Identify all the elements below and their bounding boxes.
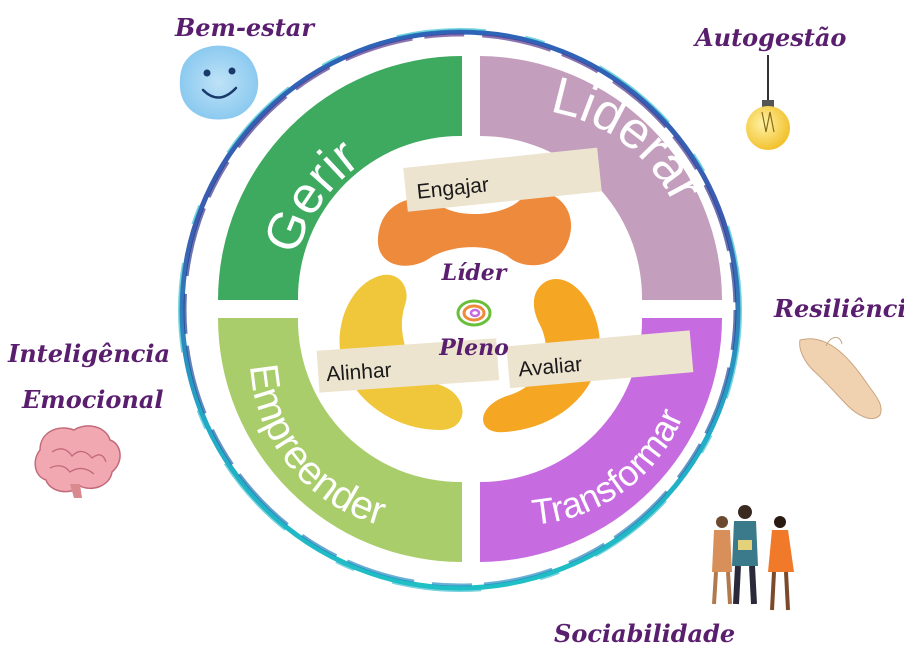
label-emocional: Emocional xyxy=(21,385,164,414)
blob-amber xyxy=(483,278,600,433)
tag-alinhar-text: Alinhar xyxy=(325,359,392,387)
outer-ring xyxy=(178,28,742,592)
tag-avaliar: Avaliar xyxy=(506,330,694,389)
label-bem-estar: Bem-estar xyxy=(174,13,316,42)
people-group-icon xyxy=(712,505,794,611)
smiley-face-icon xyxy=(179,45,259,120)
tag-avaliar-text: Avaliar xyxy=(517,353,583,381)
tag-engajar: Engajar xyxy=(403,147,602,212)
quadrant-liderar xyxy=(480,56,723,300)
label-resiliencia: Resiliência xyxy=(773,294,904,323)
light-bulb-icon xyxy=(746,55,790,150)
label-inteligencia: Inteligência xyxy=(7,339,170,368)
quadrant-gerir xyxy=(218,56,462,300)
quadrant-transformar xyxy=(480,318,722,562)
quadrant-empreender xyxy=(218,318,462,562)
brain-icon xyxy=(34,425,121,498)
open-hand-icon xyxy=(799,337,882,420)
center-title-line1: Líder xyxy=(441,260,508,286)
tag-alinhar: Alinhar xyxy=(316,338,500,393)
center-title-line2: Pleno xyxy=(438,335,509,361)
label-sociabilidade: Sociabilidade xyxy=(554,619,735,648)
blob-orange xyxy=(377,192,572,266)
spiral-icon xyxy=(456,299,492,327)
label-autogestao: Autogestão xyxy=(693,23,846,52)
